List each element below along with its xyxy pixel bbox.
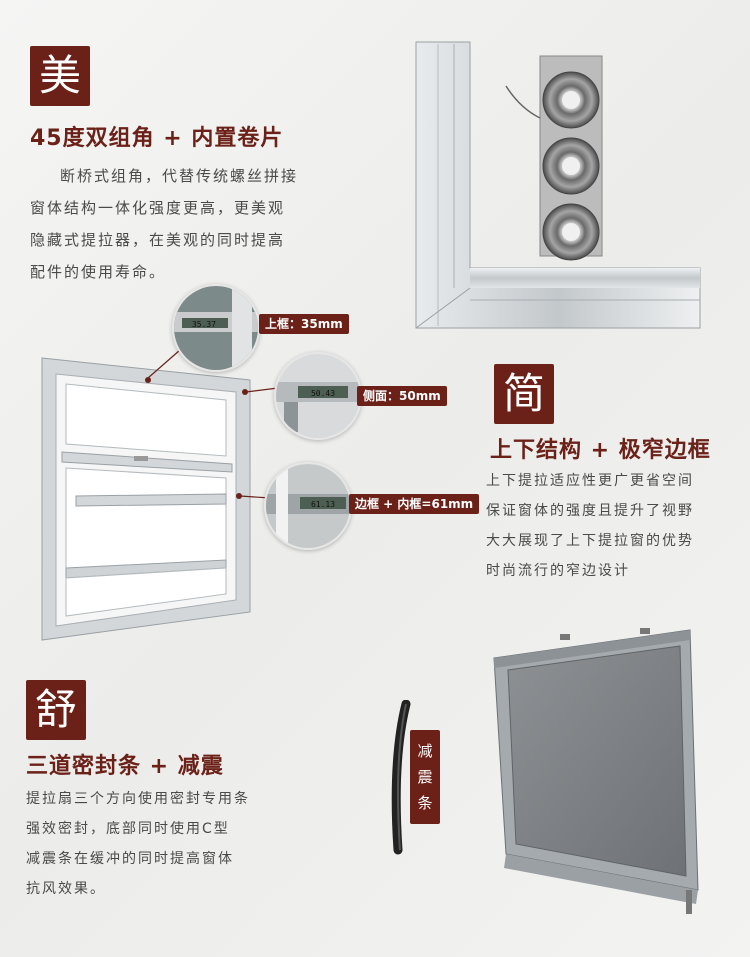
badge-comfort: 舒 <box>26 680 86 740</box>
damper-tag: 减震条 <box>410 730 440 824</box>
para-comfort: 提拉扇三个方向使用密封专用条 强效密封，底部同时使用C型 减震条在缓冲的同时提高… <box>26 784 326 904</box>
damper-tag-text: 减震条 <box>417 742 433 812</box>
para-beauty: 断桥式组角，代替传统螺丝拼接 窗体结构一体化强度更高，更美观 隐藏式提拉器，在美… <box>30 160 330 288</box>
caliper-readout-top: 35.37 <box>192 320 216 329</box>
para-line: 时尚流行的窄边设计 <box>486 563 630 579</box>
para-line: 断桥式组角，代替传统螺丝拼接 <box>60 167 299 185</box>
para-line: 保证窗体的强度且提升了视野 <box>486 503 694 519</box>
para-line: 减震条在缓冲的同时提高窗体 <box>26 851 234 867</box>
callout-top-frame: 上框：35mm <box>259 314 349 334</box>
callout-side: 侧面：50mm <box>357 386 447 406</box>
corner-profile-image <box>415 41 701 329</box>
badge-beauty: 美 <box>30 46 90 106</box>
heading-simple: 上下结构 + 极窄边框 <box>490 438 711 463</box>
caliper-circle-top: 35.37 <box>172 284 260 372</box>
callout-edge: 边框 + 内框=61mm <box>349 494 480 514</box>
screen-sash-image <box>493 628 699 914</box>
para-line: 上下提拉适应性更广更省空间 <box>486 473 694 489</box>
para-line: 隐藏式提拉器，在美观的同时提高 <box>30 231 286 249</box>
caliper-readout-edge: 61.13 <box>311 500 335 509</box>
para-line: 窗体结构一体化强度更高，更美观 <box>30 199 286 217</box>
para-line: 配件的使用寿命。 <box>30 263 167 281</box>
caliper-readout-side: 50.43 <box>311 389 335 398</box>
caliper-circle-edge: 61.13 <box>264 462 352 550</box>
damper-strip-image <box>391 700 411 855</box>
sash-window-image <box>41 357 251 641</box>
heading-beauty: 45度双组角 + 内置卷片 <box>30 126 284 151</box>
para-line: 抗风效果。 <box>26 881 106 897</box>
para-line: 强效密封，底部同时使用C型 <box>26 821 230 837</box>
para-line: 大大展现了上下提拉窗的优势 <box>486 533 694 549</box>
badge-simple: 简 <box>494 364 554 424</box>
para-line: 提拉扇三个方向使用密封专用条 <box>26 791 250 807</box>
heading-comfort: 三道密封条 + 减震 <box>26 754 224 779</box>
para-simple: 上下提拉适应性更广更省空间 保证窗体的强度且提升了视野 大大展现了上下提拉窗的优… <box>486 466 736 586</box>
caliper-circle-side: 50.43 <box>274 352 362 440</box>
